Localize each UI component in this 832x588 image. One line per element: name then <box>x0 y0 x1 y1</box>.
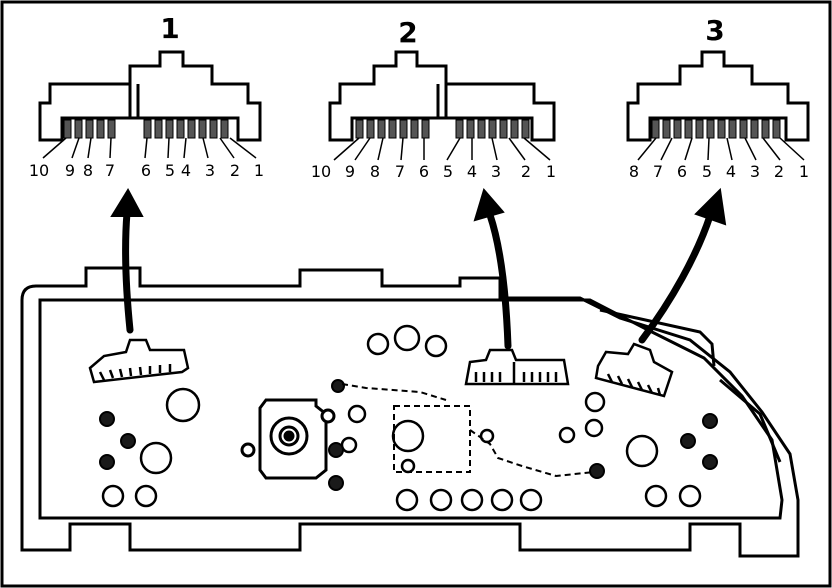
connector-1-title: 1 <box>160 12 179 45</box>
connector-1-pin-labels: 10 9 8 7 6 5 4 3 2 1 <box>29 161 264 180</box>
pin-label: 1 <box>254 161 264 180</box>
pin-label: 5 <box>443 162 453 181</box>
pin-label: 8 <box>629 162 639 181</box>
instrument-cluster-outline <box>20 266 800 558</box>
pin-label: 2 <box>521 162 531 181</box>
pin-label: 8 <box>370 162 380 181</box>
pin-label: 7 <box>105 161 115 180</box>
connector-2-terminals <box>355 119 530 139</box>
pin-label: 9 <box>345 162 355 181</box>
pin-label: 4 <box>726 162 736 181</box>
connector-2-arrow <box>473 187 512 350</box>
cluster-holes <box>101 324 702 512</box>
pin-label: 9 <box>65 161 75 180</box>
pin-label: 6 <box>419 162 429 181</box>
connector-3-terminals <box>651 119 781 139</box>
pin-label: 8 <box>83 161 93 180</box>
pin-label: 1 <box>546 162 556 181</box>
cluster-dark-sockets <box>99 379 718 491</box>
pin-label: 4 <box>467 162 477 181</box>
center-gauge-unit <box>240 398 336 480</box>
pin-label: 2 <box>230 161 240 180</box>
connector-1-leader-lines <box>42 137 257 159</box>
connector-1-arrow <box>110 187 144 334</box>
pin-label: 4 <box>181 161 191 180</box>
pin-label: 2 <box>774 162 784 181</box>
cluster-connector-2 <box>464 348 570 386</box>
connector-3-housing <box>626 50 810 142</box>
connector-1-housing <box>38 50 262 142</box>
connector-3-title: 3 <box>705 14 724 47</box>
cluster-connector-1 <box>88 338 190 384</box>
connector-2-title: 2 <box>398 16 417 49</box>
connector-2-housing <box>328 50 556 142</box>
pin-label: 10 <box>311 162 331 181</box>
pin-label: 5 <box>702 162 712 181</box>
connector-2-pin-labels: 10 9 8 7 6 5 4 3 2 1 <box>311 162 556 181</box>
connector-3-pin-labels: 8 7 6 5 4 3 2 1 <box>629 162 809 181</box>
pin-label: 6 <box>141 161 151 180</box>
pin-label: 3 <box>205 161 215 180</box>
pin-label: 6 <box>677 162 687 181</box>
connector-2-leader-lines <box>333 137 551 161</box>
pin-label: 7 <box>395 162 405 181</box>
cluster-connector-3 <box>594 342 674 398</box>
pin-label: 5 <box>165 161 175 180</box>
pin-label: 3 <box>491 162 501 181</box>
pin-label: 3 <box>750 162 760 181</box>
pin-label: 7 <box>653 162 663 181</box>
connector-1-terminals <box>63 119 229 139</box>
connector-3-leader-lines <box>637 137 805 161</box>
pin-label: 10 <box>29 161 49 180</box>
dashed-circuit <box>341 383 595 478</box>
pin-label: 1 <box>799 162 809 181</box>
connector-3-arrow <box>638 187 727 344</box>
